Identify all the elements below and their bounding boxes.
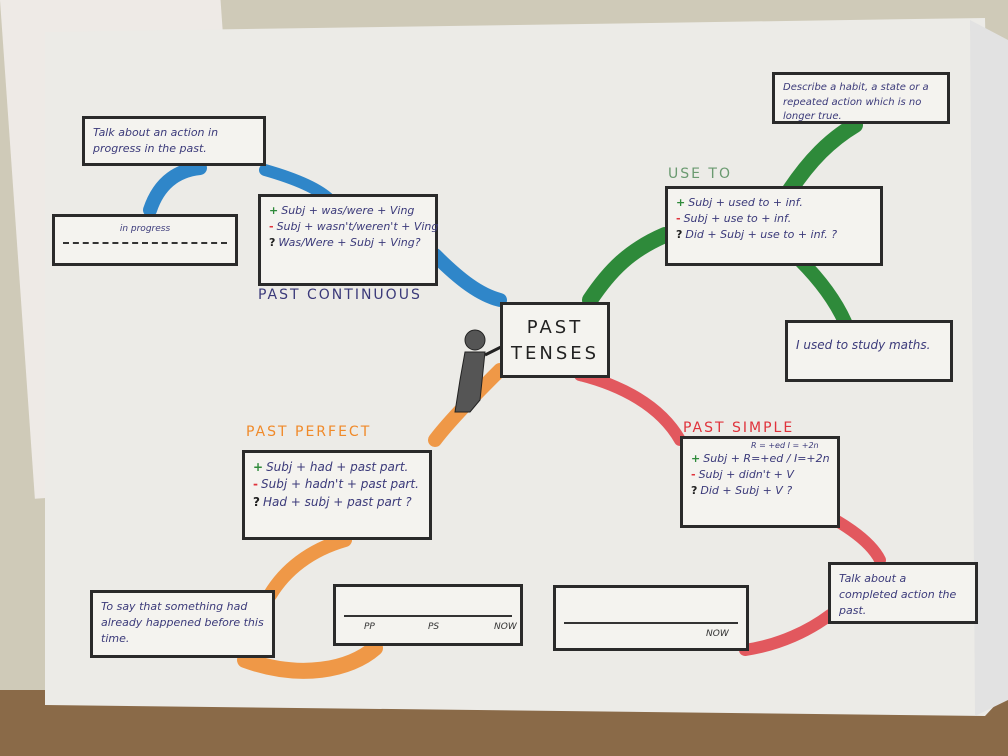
rule-text: Subj + R=+ed / I=+2n <box>703 451 830 465</box>
rule-symbol: ? <box>691 483 698 497</box>
rule-text: Did + Subj + use to + inf. ? <box>685 227 838 241</box>
rule-affirmative: +Subj + used to + inf. <box>676 195 872 211</box>
center-line-1: PAST <box>526 317 584 338</box>
past-perfect-timeline: PP PS NOW <box>333 584 523 646</box>
rule-question: ?Did + Subj + V ? <box>691 483 829 499</box>
timeline-now-label: NOW <box>706 629 729 639</box>
rule-affirmative: +Subj + was/were + Ving <box>269 203 427 219</box>
used-to-example-box: I used to study maths. <box>785 320 953 382</box>
rule-text: Subj + was/were + Ving <box>281 204 415 217</box>
past-simple-regular-irregular-note: R = +ed I = +2n <box>751 441 819 450</box>
branch-red-3 <box>739 609 836 656</box>
past-simple-timeline: NOW <box>553 585 749 651</box>
branch-orange-2 <box>263 533 352 602</box>
rule-negative: -Subj + wasn't/weren't + Ving <box>269 219 438 235</box>
timeline-label: in progress <box>119 224 171 234</box>
rule-negative: -Subj + use to + inf. <box>676 211 872 227</box>
past-continuous-title: PAST CONTINUOUS <box>258 287 422 303</box>
timeline-ps-label: PS <box>428 622 440 632</box>
rule-negative: -Subj + hadn't + past part. <box>253 476 421 493</box>
rule-affirmative: +Subj + had + past part. <box>253 459 421 476</box>
rule-question: ?Had + subj + past part ? <box>253 494 421 511</box>
branch-red-1 <box>574 369 686 446</box>
rule-text: Subj + hadn't + past part. <box>260 477 419 492</box>
rule-symbol: + <box>253 460 264 474</box>
rule-symbol: - <box>691 467 696 481</box>
used-to-use-box: Describe a habit, a state or a repeated … <box>772 72 950 124</box>
rule-text: Had + subj + past part ? <box>262 494 412 509</box>
rule-symbol: - <box>269 219 274 233</box>
past-continuous-rules: +Subj + was/were + Ving -Subj + wasn't/w… <box>258 194 438 286</box>
branch-green-1 <box>582 227 673 308</box>
past-simple-use-box: Talk about a completed action the past. <box>828 562 978 624</box>
used-to-title: USE TO <box>668 166 733 182</box>
rule-symbol: - <box>676 211 681 225</box>
past-perfect-rules: +Subj + had + past part. -Subj + hadn't … <box>242 450 432 540</box>
rule-text: Was/Were + Subj + Ving? <box>278 235 421 249</box>
rule-symbol: ? <box>253 494 260 509</box>
used-to-rules: +Subj + used to + inf. -Subj + use to + … <box>665 186 883 266</box>
branch-orange-3 <box>237 640 383 679</box>
branch-green-2 <box>782 117 863 198</box>
past-simple-title: PAST SIMPLE <box>683 420 795 436</box>
rule-symbol: ? <box>676 227 683 241</box>
rule-text: Subj + had + past part. <box>266 460 409 474</box>
past-continuous-use-box: Talk about an action in progress in the … <box>82 116 266 166</box>
rule-affirmative: +Subj + R=+ed / I=+2n <box>691 451 830 467</box>
rule-symbol: + <box>676 196 686 209</box>
rule-text: Subj + used to + inf. <box>688 196 803 209</box>
past-continuous-use: Talk about an action in progress in the … <box>93 126 219 155</box>
past-perfect-use-box: To say that something had already happen… <box>90 590 275 658</box>
past-simple-rules: R = +ed I = +2n +Subj + R=+ed / I=+2n -S… <box>680 436 840 528</box>
rule-negative: -Subj + didn't + V <box>691 467 829 483</box>
rule-symbol: ? <box>269 235 276 249</box>
center-node: PAST TENSES <box>500 302 610 378</box>
timeline-line <box>63 242 227 245</box>
branch-blue-3 <box>428 248 507 307</box>
past-perfect-title: PAST PERFECT <box>246 424 372 440</box>
rule-symbol: - <box>253 477 258 492</box>
rule-text: Subj + didn't + V <box>698 467 794 481</box>
timeline-now-label: NOW <box>494 622 517 632</box>
past-simple-use: Talk about a completed action the past. <box>839 572 957 617</box>
rule-question: ?Was/Were + Subj + Ving? <box>269 235 427 251</box>
past-perfect-use: To say that something had already happen… <box>101 600 264 645</box>
timeline-line <box>564 622 738 624</box>
rule-text: Subj + wasn't/weren't + Ving <box>276 219 439 233</box>
rule-symbol: + <box>269 204 279 217</box>
branch-blue-1 <box>143 161 207 217</box>
rule-symbol: + <box>691 451 701 465</box>
center-line-2: TENSES <box>511 343 600 365</box>
used-to-example: I used to study maths. <box>796 338 931 352</box>
timeline-line <box>344 615 512 617</box>
rule-text: Subj + use to + inf. <box>683 211 792 225</box>
used-to-use: Describe a habit, a state or a repeated … <box>783 82 929 122</box>
past-continuous-timeline: in progress <box>52 214 238 266</box>
rule-question: ?Did + Subj + use to + inf. ? <box>676 227 872 243</box>
timeline-pp-label: PP <box>364 622 375 632</box>
rule-text: Did + Subj + V ? <box>700 483 793 497</box>
